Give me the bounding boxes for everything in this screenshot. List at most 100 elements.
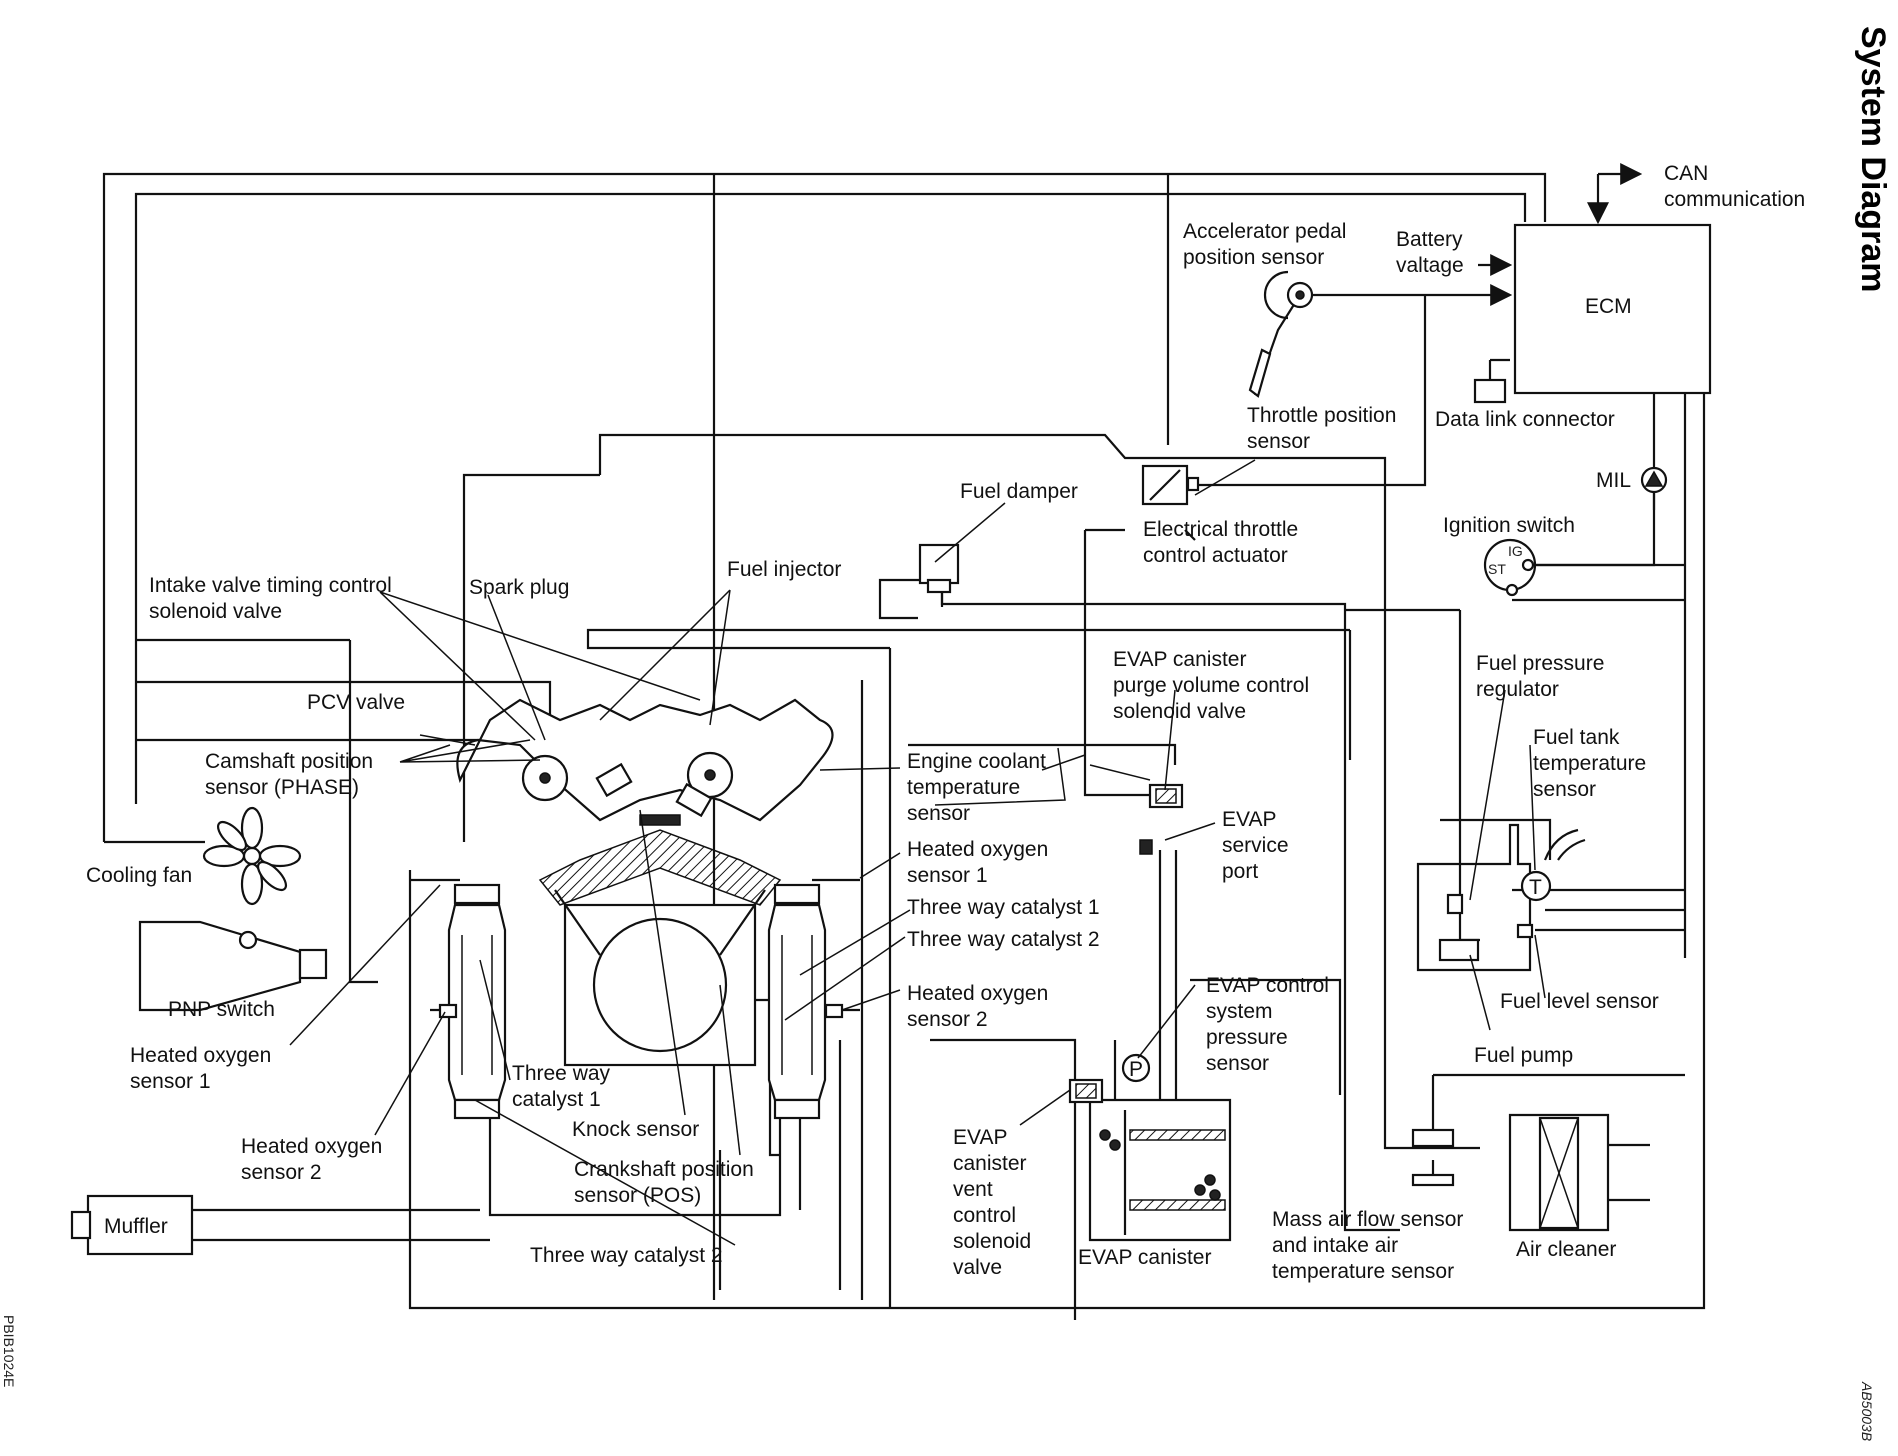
- catalyst-right: [767, 883, 844, 1120]
- label-evap-canister: EVAP canister: [1078, 1246, 1211, 1269]
- label-vent-1: EVAP: [953, 1126, 1007, 1149]
- cooling-fan: [202, 806, 302, 906]
- st-label: ST: [1488, 561, 1506, 577]
- label-twc2-l: Three way catalyst 2: [530, 1244, 723, 1267]
- label-twc1-l-1: Three way: [512, 1062, 611, 1085]
- muffler: Muffler: [70, 1194, 194, 1256]
- label-svc-1: EVAP: [1222, 808, 1276, 831]
- label-pnp: PNP switch: [168, 998, 275, 1021]
- label-cmp-1: Camshaft position: [205, 750, 373, 773]
- fuel-tank: T: [1416, 823, 1586, 972]
- label-fuel-damper: Fuel damper: [960, 480, 1078, 503]
- label-twc1-l-2: catalyst 1: [512, 1088, 601, 1111]
- label-fpr-1: Fuel pressure: [1476, 652, 1604, 675]
- label-vent-5: solenoid: [953, 1230, 1031, 1253]
- label-ignition: Ignition switch: [1443, 514, 1575, 537]
- label-mil: MIL: [1596, 469, 1631, 492]
- label-ect-1: Engine coolant: [907, 750, 1046, 773]
- pnp-switch: [138, 920, 328, 1012]
- label-fuel-injector: Fuel injector: [727, 558, 841, 581]
- label-tps-2: sensor: [1247, 430, 1310, 453]
- air-cleaner: [1508, 1113, 1650, 1232]
- label-ftt-1: Fuel tank: [1533, 726, 1620, 749]
- label-vent-2: canister: [953, 1152, 1027, 1175]
- fuel-damper: [918, 543, 960, 594]
- labels: CAN communication Battery valtage Accele…: [86, 162, 1805, 1283]
- purge-solenoid: [1148, 783, 1184, 809]
- maf-sensor: [1411, 1128, 1455, 1187]
- label-cooling-fan: Cooling fan: [86, 864, 192, 887]
- ig-label: IG: [1508, 543, 1523, 559]
- evap-pressure-sensor: P: [1121, 1053, 1151, 1083]
- label-svc-3: port: [1222, 860, 1258, 883]
- vent-solenoid: [1068, 1078, 1104, 1104]
- muffler-label: Muffler: [104, 1215, 168, 1238]
- label-purge-3: solenoid valve: [1113, 700, 1246, 723]
- label-battery-1: Battery: [1396, 228, 1463, 251]
- label-ho2-l-2: sensor 1: [130, 1070, 211, 1093]
- figure-code-right: AB5003B: [1859, 1381, 1875, 1441]
- accelerator-pedal-sensor: [1248, 270, 1314, 398]
- data-link-connector: [1473, 378, 1507, 404]
- label-data-link: Data link connector: [1435, 408, 1615, 431]
- label-spark-plug: Spark plug: [469, 576, 569, 599]
- label-vent-4: control: [953, 1204, 1016, 1227]
- wiring: [102, 163, 1706, 1320]
- label-ho2-r-1: Heated oxygen: [907, 838, 1048, 861]
- p-label: P: [1129, 1058, 1143, 1081]
- label-ckp-1: Crankshaft position: [574, 1158, 754, 1181]
- ecm-label: ECM: [1585, 295, 1632, 318]
- label-can-2: communication: [1664, 188, 1805, 211]
- label-svc-2: service: [1222, 834, 1289, 857]
- label-ho2-l2-2: sensor 2: [241, 1161, 322, 1184]
- t-label: T: [1529, 876, 1542, 899]
- label-ho2-l-1: Heated oxygen: [130, 1044, 271, 1067]
- mil-lamp: [1640, 466, 1668, 494]
- label-ivtc-2: solenoid valve: [149, 600, 282, 623]
- label-evsp-3: pressure: [1206, 1026, 1288, 1049]
- label-maf-1: Mass air flow sensor: [1272, 1208, 1463, 1231]
- label-accel-2: position sensor: [1183, 246, 1324, 269]
- throttle-actuator: [1141, 464, 1200, 506]
- label-purge-2: purge volume control: [1113, 674, 1309, 697]
- label-ho2-r-2: sensor 1: [907, 864, 988, 887]
- label-ho2-r2-2: sensor 2: [907, 1008, 988, 1031]
- label-battery-2: valtage: [1396, 254, 1464, 277]
- label-evsp-1: EVAP control: [1206, 974, 1329, 997]
- label-twc1-r: Three way catalyst 1: [907, 896, 1100, 919]
- engine-block: [456, 698, 834, 1067]
- label-etc-2: control actuator: [1143, 544, 1288, 567]
- label-vent-6: valve: [953, 1256, 1002, 1279]
- label-evsp-4: sensor: [1206, 1052, 1269, 1075]
- label-ho2-r2-1: Heated oxygen: [907, 982, 1048, 1005]
- catalyst-left: [438, 883, 507, 1120]
- pointer-lines: [289, 459, 1546, 1246]
- label-ftt-2: temperature: [1533, 752, 1646, 775]
- evap-canister: [1088, 1098, 1232, 1242]
- label-fuel-pump: Fuel pump: [1474, 1044, 1573, 1067]
- label-ftt-3: sensor: [1533, 778, 1596, 801]
- label-evsp-2: system: [1206, 1000, 1273, 1023]
- label-can-1: CAN: [1664, 162, 1708, 185]
- label-ho2-l2-1: Heated oxygen: [241, 1135, 382, 1158]
- label-etc-1: Electrical throttle: [1143, 518, 1298, 541]
- label-tps-1: Throttle position: [1247, 404, 1396, 427]
- label-maf-3: temperature sensor: [1272, 1260, 1454, 1283]
- label-ect-3: sensor: [907, 802, 970, 825]
- label-ect-2: temperature: [907, 776, 1020, 799]
- label-purge-1: EVAP canister: [1113, 648, 1246, 671]
- page-title: System Diagram: [1854, 26, 1892, 292]
- label-fuel-level: Fuel level sensor: [1500, 990, 1659, 1013]
- label-cmp-2: sensor (PHASE): [205, 776, 359, 799]
- label-accel-1: Accelerator pedal: [1183, 220, 1346, 243]
- label-knock: Knock sensor: [572, 1118, 699, 1141]
- label-pcv: PCV valve: [307, 691, 405, 714]
- label-vent-3: vent: [953, 1178, 993, 1201]
- label-ckp-2: sensor (POS): [574, 1184, 701, 1207]
- evap-service-port: [1139, 839, 1153, 855]
- label-maf-2: and intake air: [1272, 1234, 1398, 1257]
- ignition-switch: IG ST: [1483, 538, 1537, 597]
- label-fpr-2: regulator: [1476, 678, 1559, 701]
- label-air-cleaner: Air cleaner: [1516, 1238, 1616, 1261]
